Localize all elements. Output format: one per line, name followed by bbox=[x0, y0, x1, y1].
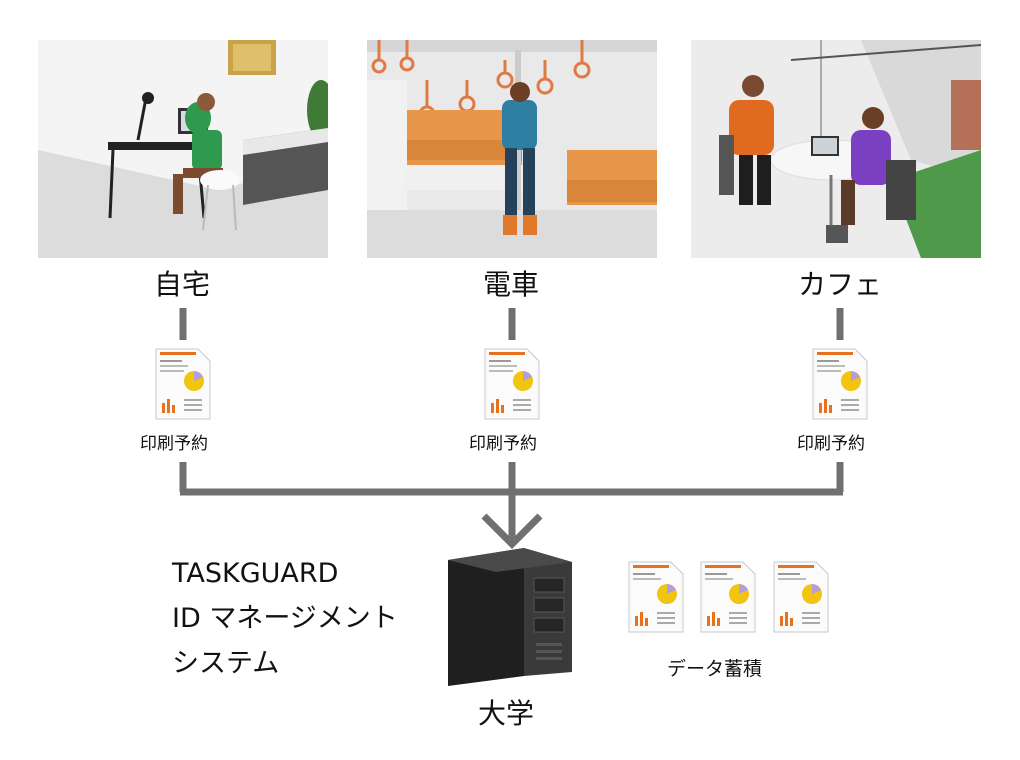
document-icon bbox=[628, 561, 684, 633]
document-icon bbox=[812, 348, 868, 420]
server-label: 大学 bbox=[478, 697, 535, 730]
document-icon bbox=[155, 348, 211, 420]
train-scene-image bbox=[367, 40, 657, 258]
server-icon bbox=[448, 548, 572, 686]
system-name-line3: システム bbox=[172, 648, 280, 679]
cafe-scene-image bbox=[691, 40, 981, 258]
system-name-line1: TASKGUARD bbox=[172, 558, 339, 589]
storage-label: データ蓄積 bbox=[667, 658, 763, 680]
location-label-train: 電車 bbox=[483, 268, 540, 301]
system-name-line2: ID マネージメント bbox=[172, 603, 398, 634]
print-label: 印刷予約 bbox=[140, 434, 208, 454]
home-scene-image bbox=[38, 40, 328, 258]
document-icon bbox=[700, 561, 756, 633]
print-label: 印刷予約 bbox=[797, 434, 865, 454]
print-label: 印刷予約 bbox=[469, 434, 537, 454]
location-label-cafe: カフェ bbox=[798, 268, 883, 301]
document-icon bbox=[484, 348, 540, 420]
document-icon bbox=[773, 561, 829, 633]
location-label-home: 自宅 bbox=[154, 268, 211, 301]
